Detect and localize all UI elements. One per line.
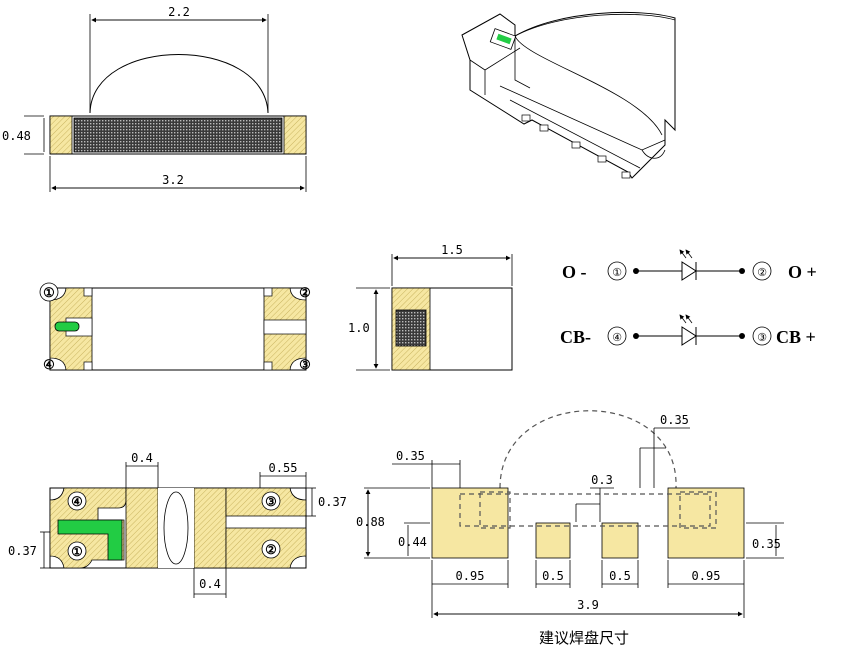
dim-088: 0.88 xyxy=(356,515,385,529)
dim-05-a: 0.5 xyxy=(542,569,564,583)
dim-top-gap: 0.4 xyxy=(131,451,153,465)
dim-03: 0.3 xyxy=(591,473,613,487)
polarity-mark xyxy=(54,321,80,332)
pin2-label: ② xyxy=(299,285,311,300)
bottom-view: ① ④ ② ③ xyxy=(39,282,311,372)
dim-lens-width: 2.2 xyxy=(168,5,190,19)
dim-right-width: 0.55 xyxy=(269,461,298,475)
pad-mid-right xyxy=(601,522,639,559)
schematic: O - ① ② O + CB- ④ ③ CB + xyxy=(560,249,817,347)
pad-layout: ④ ① ③ ② 0.4 0.55 0.37 0.37 0.4 xyxy=(8,451,347,598)
lens-dome xyxy=(89,54,269,114)
led-green-chip xyxy=(496,33,512,45)
row1-left-label: O - xyxy=(562,262,587,282)
dim-39: 3.9 xyxy=(577,598,599,612)
emitter-area xyxy=(73,117,283,153)
terminal-left xyxy=(49,115,73,155)
led-symbol-2 xyxy=(681,326,697,346)
led-symbol-1 xyxy=(681,261,697,281)
row1-right-pin: ② xyxy=(757,266,767,279)
pin3-label: ③ xyxy=(299,357,311,372)
pad-pin4: ④ xyxy=(71,494,83,509)
pad-pin1: ① xyxy=(71,544,83,559)
dim-044: 0.44 xyxy=(398,535,427,549)
dim-right-height: 0.37 xyxy=(318,495,347,509)
dim-095-left: 0.95 xyxy=(456,569,485,583)
row2-right-label: CB + xyxy=(776,327,816,347)
pad-left xyxy=(431,487,509,559)
row2-right-pin: ③ xyxy=(757,331,767,344)
dim-side-height: 1.0 xyxy=(348,321,370,335)
pad-pin3: ③ xyxy=(265,494,277,509)
terminal-right xyxy=(283,115,307,155)
dim-length: 3.2 xyxy=(162,173,184,187)
pin1-label: ① xyxy=(43,285,55,300)
dim-height: 0.48 xyxy=(2,129,31,143)
side-view: 1.5 1.0 xyxy=(348,243,513,371)
recommended-pads: 0.35 0.35 0.3 0.88 0.44 0.35 0.95 xyxy=(356,410,784,647)
dim-left-height: 0.37 xyxy=(8,544,37,558)
top-view: 2.2 0.48 3.2 xyxy=(2,5,307,192)
recommended-pads-caption: 建议焊盘尺寸 xyxy=(539,629,629,647)
dim-05-b: 0.5 xyxy=(609,569,631,583)
pad-right xyxy=(667,487,745,559)
pad-pin2: ② xyxy=(265,542,277,557)
dim-bottom-gap: 0.4 xyxy=(199,577,221,591)
led-3d-view-icon xyxy=(461,11,676,179)
pin4-label: ④ xyxy=(43,357,55,372)
pad-mid-left xyxy=(535,522,571,559)
row1-left-pin: ① xyxy=(612,266,622,279)
dim-095-right: 0.95 xyxy=(692,569,721,583)
dim-035-right: 0.35 xyxy=(752,537,781,551)
row1-right-label: O + xyxy=(788,262,817,282)
row2-left-pin: ④ xyxy=(612,331,622,344)
dim-035-top-right: 0.35 xyxy=(660,413,689,427)
dim-035-top-left: 0.35 xyxy=(396,449,425,463)
polarity-l-mark xyxy=(57,519,123,561)
dim-side-width: 1.5 xyxy=(441,243,463,257)
row2-left-label: CB- xyxy=(560,327,591,347)
side-emitter xyxy=(395,309,427,347)
